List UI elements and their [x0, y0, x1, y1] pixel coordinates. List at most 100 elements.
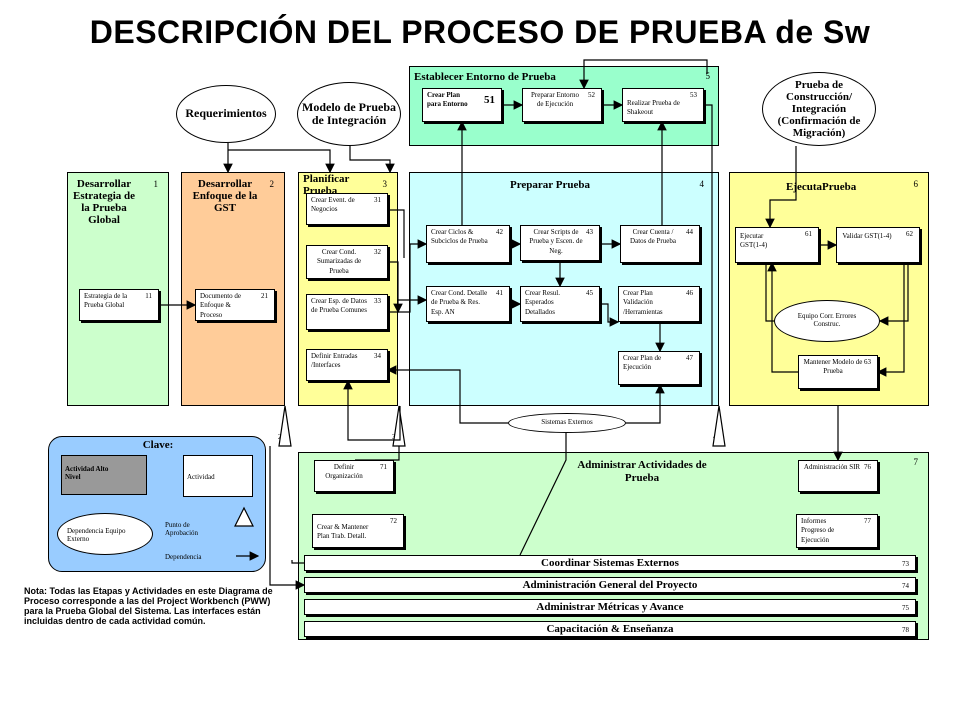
- activity-31-label: Crear Event. de Negocios: [311, 196, 355, 214]
- approval-gate-48: [712, 405, 726, 447]
- activity-11-box: Estrategia de la Prueba Global 11: [79, 289, 159, 321]
- sistemas-externos-node: Sistemas Externos: [508, 413, 626, 433]
- activity-52-label: Preparar Entorno de Ejecución: [530, 91, 579, 109]
- activity-63-label: Mantener Modelo de Prueba: [803, 358, 863, 376]
- arrow-gate35-admin: [355, 446, 400, 461]
- activity-76-box: Administración SIR 76: [798, 460, 878, 492]
- activity-61-number: 61: [805, 230, 812, 238]
- activity-34-box: Definir Entradas /Interfaces 34: [306, 349, 388, 381]
- bar-administracion-general-number: 74: [902, 582, 909, 590]
- activity-45-number: 45: [586, 289, 593, 297]
- panel-planificar-number: 3: [382, 179, 388, 189]
- panel-ejecuta-number: 6: [913, 179, 919, 189]
- activity-77-label: Informes Progreso de Ejecución: [801, 517, 835, 544]
- prueba-construccion-node: Prueba de Construcción/ Integración (Con…: [762, 72, 876, 146]
- bar-administracion-general-label: Administración General del Proyecto: [522, 579, 698, 591]
- legend-panel: Clave: Actividad Alto Nivel Actividad De…: [48, 436, 266, 572]
- legend-approval-triangle: [234, 506, 254, 527]
- activity-32-box: Crear Cond. Sumarizadas de Prueba 32: [306, 245, 388, 279]
- activity-71-number: 71: [380, 463, 387, 471]
- panel-entorno-number: 5: [705, 71, 711, 81]
- arrow-45-46: [600, 303, 620, 327]
- bar-administrar-metricas: Administrar Métricas y Avance 75: [304, 599, 916, 615]
- arrow-loop-52: [579, 59, 708, 90]
- activity-47-number: 47: [686, 354, 693, 362]
- arrow-ext-34: [386, 365, 508, 424]
- arrow-modelo-planificar: [349, 146, 395, 174]
- bar-capacitacion: Capacitación & Enseñanza 78: [304, 621, 916, 637]
- activity-46-number: 46: [686, 289, 693, 297]
- activity-44-number: 44: [686, 228, 693, 236]
- arrow-gate35-34: [343, 379, 401, 441]
- activity-31-number: 31: [374, 196, 381, 204]
- modelo-integracion-node: Modelo de Prueba de Integración: [297, 82, 401, 146]
- arrow-31-side: [388, 209, 405, 258]
- activity-63-box: Mantener Modelo de Prueba 63: [798, 355, 878, 389]
- arrow-equipo-61: [765, 263, 774, 322]
- activity-43-number: 43: [586, 228, 593, 236]
- bar-capacitacion-number: 78: [902, 626, 909, 634]
- arrow-72-coord: [291, 560, 304, 564]
- activity-71-box: Definir Organización 71: [314, 460, 394, 492]
- activity-31-box: Crear Event. de Negocios 31: [306, 193, 388, 225]
- activity-43-label: Crear Scripts de Prueba y Escen. de Neg.: [529, 228, 583, 255]
- activity-72-number: 72: [390, 517, 397, 525]
- activity-72-box: Crear & Mantener Plan Trab. Detall. 72: [312, 514, 404, 548]
- activity-53-box: Realizar Prueba de Shakeout 53: [622, 88, 704, 122]
- activity-46-label: Crear Plan Validación /Herramientas: [623, 289, 663, 316]
- arrow-32-33: [388, 261, 403, 314]
- arrow-33-42: [388, 239, 428, 313]
- activity-43-box: Crear Scripts de Prueba y Escen. de Neg.…: [520, 225, 600, 261]
- activity-53-label: Realizar Prueba de Shakeout: [627, 99, 680, 117]
- arrow-62-63: [876, 263, 905, 377]
- activity-62-number: 62: [906, 230, 913, 238]
- activity-71-label: Definir Organización: [325, 463, 363, 481]
- activity-45-label: Crear Resul. Esperados Detallados: [525, 289, 560, 316]
- bar-capacitacion-label: Capacitación & Enseñanza: [546, 623, 674, 635]
- activity-32-label: Crear Cond. Sumarizadas de Prueba: [316, 248, 362, 275]
- panel-enfoque-title: Desarrollar Enfoque de la GST: [192, 178, 258, 214]
- activity-42-label: Crear Ciclos & Subciclos de Prueba: [431, 228, 488, 246]
- arrow-ext-47: [626, 383, 665, 424]
- activity-11-label: Estrategia de la Prueba Global: [84, 292, 128, 310]
- activity-62-box: Validar GST(1-4) 62: [836, 227, 920, 263]
- arrow-63-61: [767, 261, 798, 373]
- panel-entorno-title: Establecer Entorno de Prueba: [414, 71, 556, 83]
- panel-enfoque-number: 2: [269, 179, 275, 189]
- activity-41-label: Crear Cond. Detalle de Prueba & Res. Esp…: [431, 289, 488, 316]
- activity-77-number: 77: [864, 517, 871, 525]
- arrow-53-gate48: [704, 104, 713, 406]
- arrow-gate22-admin: [269, 446, 306, 590]
- arrow-req-planificar: [228, 149, 335, 174]
- activity-53-number: 53: [690, 91, 697, 99]
- activity-34-number: 34: [374, 352, 381, 360]
- legend-activity-box: [183, 455, 253, 497]
- activity-61-label: Ejecutar GST(1-4): [740, 232, 768, 250]
- bar-administrar-metricas-number: 75: [902, 604, 909, 612]
- activity-44-box: Crear Cuenta / Datos de Prueba 44: [620, 225, 700, 263]
- legend-dependency-label: Dependencia Equipo Externo: [67, 527, 126, 543]
- activity-77-box: Informes Progreso de Ejecución 77: [796, 514, 878, 548]
- activity-76-label: Administración SIR: [803, 463, 861, 471]
- activity-41-number: 41: [496, 289, 503, 297]
- panel-administrar-number: 7: [913, 457, 919, 467]
- activity-47-box: Crear Plan de Ejecución 47: [618, 351, 700, 385]
- bar-coordinar-sistemas: Coordinar Sistemas Externos 73: [304, 555, 916, 571]
- activity-11-number: 11: [145, 292, 152, 300]
- activity-42-box: Crear Ciclos & Subciclos de Prueba 42: [426, 225, 510, 263]
- activity-52-box: Preparar Entorno de Ejecución 52: [522, 88, 602, 122]
- activity-21-label: Documento de Enfoque & Proceso: [200, 292, 242, 319]
- bar-coordinar-sistemas-label: Coordinar Sistemas Externos: [541, 557, 679, 569]
- activity-63-number: 63: [864, 358, 871, 366]
- panel-ejecuta-title: EjecutaPrueba: [786, 181, 857, 193]
- panel-preparar-title: Preparar Prueba: [510, 179, 590, 191]
- legend-high-level-label: Actividad Alto Nivel: [65, 465, 109, 481]
- bar-coordinar-sistemas-number: 73: [902, 560, 909, 568]
- activity-33-label: Crear Esp. de Datos de Prueba Comunes: [311, 297, 367, 315]
- activity-42-number: 42: [496, 228, 503, 236]
- legend-activity-label: Actividad: [187, 473, 215, 481]
- panel-preparar-number: 4: [699, 179, 705, 189]
- approval-gate-22: [278, 405, 292, 447]
- legend-high-level-box: [61, 455, 147, 495]
